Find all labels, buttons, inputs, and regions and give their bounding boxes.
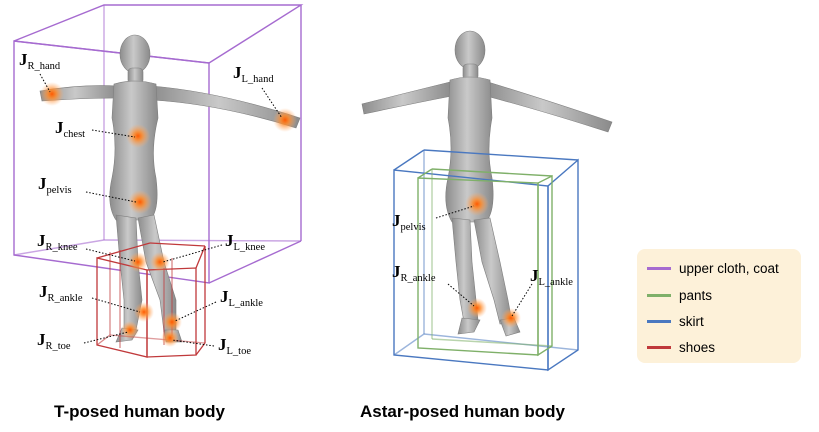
legend: upper cloth, coat pants skirt shoes — [637, 249, 801, 363]
label-r-ankle-a: JR_ankle — [392, 262, 436, 284]
label-pelvis-a: Jpelvis — [392, 211, 426, 233]
legend-item-shoes: shoes — [647, 337, 715, 357]
label-chest: Jchest — [55, 118, 85, 140]
label-r-knee: JR_knee — [37, 231, 78, 253]
caption-left: T-posed human body — [54, 402, 225, 422]
label-l-knee: JL_knee — [225, 231, 265, 253]
joint-glow-r-knee — [128, 252, 148, 272]
joint-glow-r-ankle — [134, 302, 154, 322]
joint-glow-l-hand — [273, 108, 297, 132]
a-pose-figure: Jpelvis JR_ankle JL_ankle — [362, 31, 612, 370]
joint-glow-r-hand — [40, 82, 64, 106]
legend-label: shoes — [679, 340, 715, 355]
legend-item-skirt: skirt — [647, 311, 704, 331]
label-r-ankle: JR_ankle — [39, 282, 83, 304]
label-l-ankle: JL_ankle — [220, 287, 263, 309]
a-pose-body — [362, 31, 612, 336]
joint-glow-r-ankle-a — [467, 298, 487, 318]
joint-glow-l-knee — [150, 252, 170, 272]
legend-item-pants: pants — [647, 285, 712, 305]
joint-glow-r-toe — [121, 321, 139, 339]
joint-glow-l-ankle-a — [501, 308, 521, 328]
legend-item-upper-cloth: upper cloth, coat — [647, 258, 779, 278]
label-l-hand: JL_hand — [233, 63, 274, 85]
joint-glow-chest — [126, 124, 150, 148]
caption-right: Astar-posed human body — [360, 402, 565, 422]
legend-label: pants — [679, 288, 712, 303]
legend-label: upper cloth, coat — [679, 261, 779, 276]
legend-swatch — [647, 346, 671, 349]
label-r-toe: JR_toe — [37, 330, 71, 352]
joint-glow-l-ankle — [162, 312, 182, 332]
joint-glow-pelvis — [128, 190, 152, 214]
legend-swatch — [647, 320, 671, 323]
label-r-hand: JR_hand — [19, 50, 61, 72]
label-pelvis: Jpelvis — [38, 174, 72, 196]
legend-swatch — [647, 267, 671, 270]
t-pose-figure: JR_hand JL_hand Jchest Jpelvis JR_knee J… — [14, 5, 301, 357]
joint-glow-pelvis-a — [465, 192, 489, 216]
legend-swatch — [647, 294, 671, 297]
joint-glow-l-toe — [161, 329, 179, 347]
legend-label: skirt — [679, 314, 704, 329]
label-l-toe: JL_toe — [218, 335, 251, 357]
